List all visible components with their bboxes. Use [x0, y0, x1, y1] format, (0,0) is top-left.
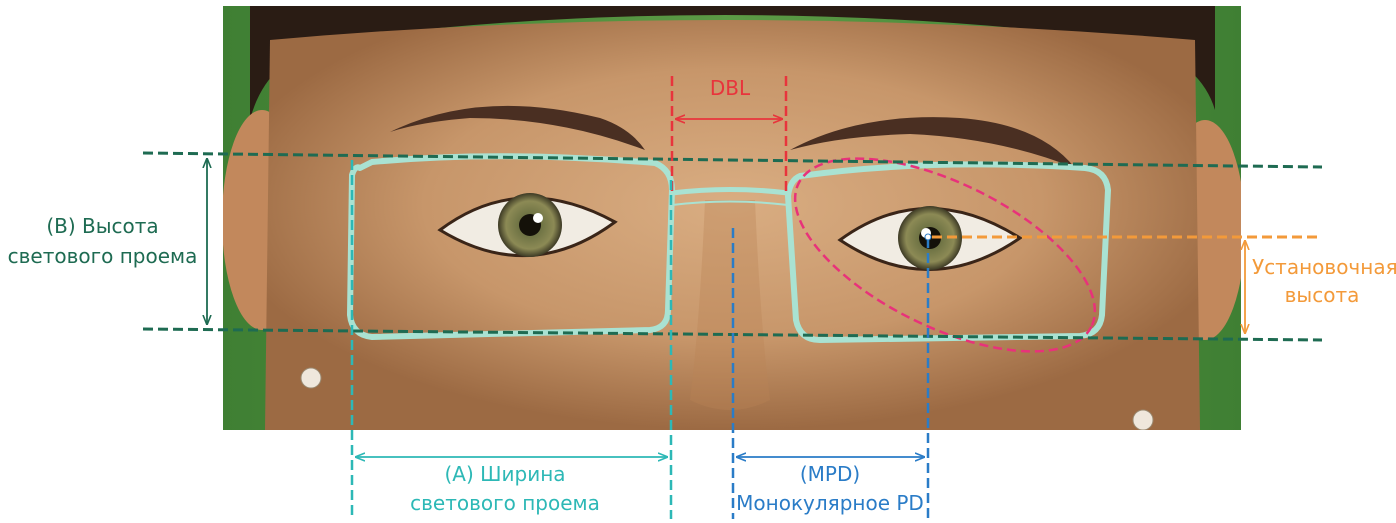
width-label-line1: (A) Ширина — [380, 460, 630, 489]
pupil-center-dot — [925, 234, 931, 240]
height-label-line1: (B) Высота — [0, 212, 205, 241]
mpd-label-line2: Монокулярное PD — [730, 489, 930, 518]
height-label-line2: светового проема — [0, 242, 205, 271]
dbl-label: DBL — [690, 74, 770, 103]
fitting-label-line2: высота — [1252, 281, 1392, 310]
mpd-label-line1: (MPD) — [730, 460, 930, 489]
width-label-line2: светового проема — [380, 489, 630, 518]
fitting-label-line1: Установочная — [1252, 253, 1392, 282]
